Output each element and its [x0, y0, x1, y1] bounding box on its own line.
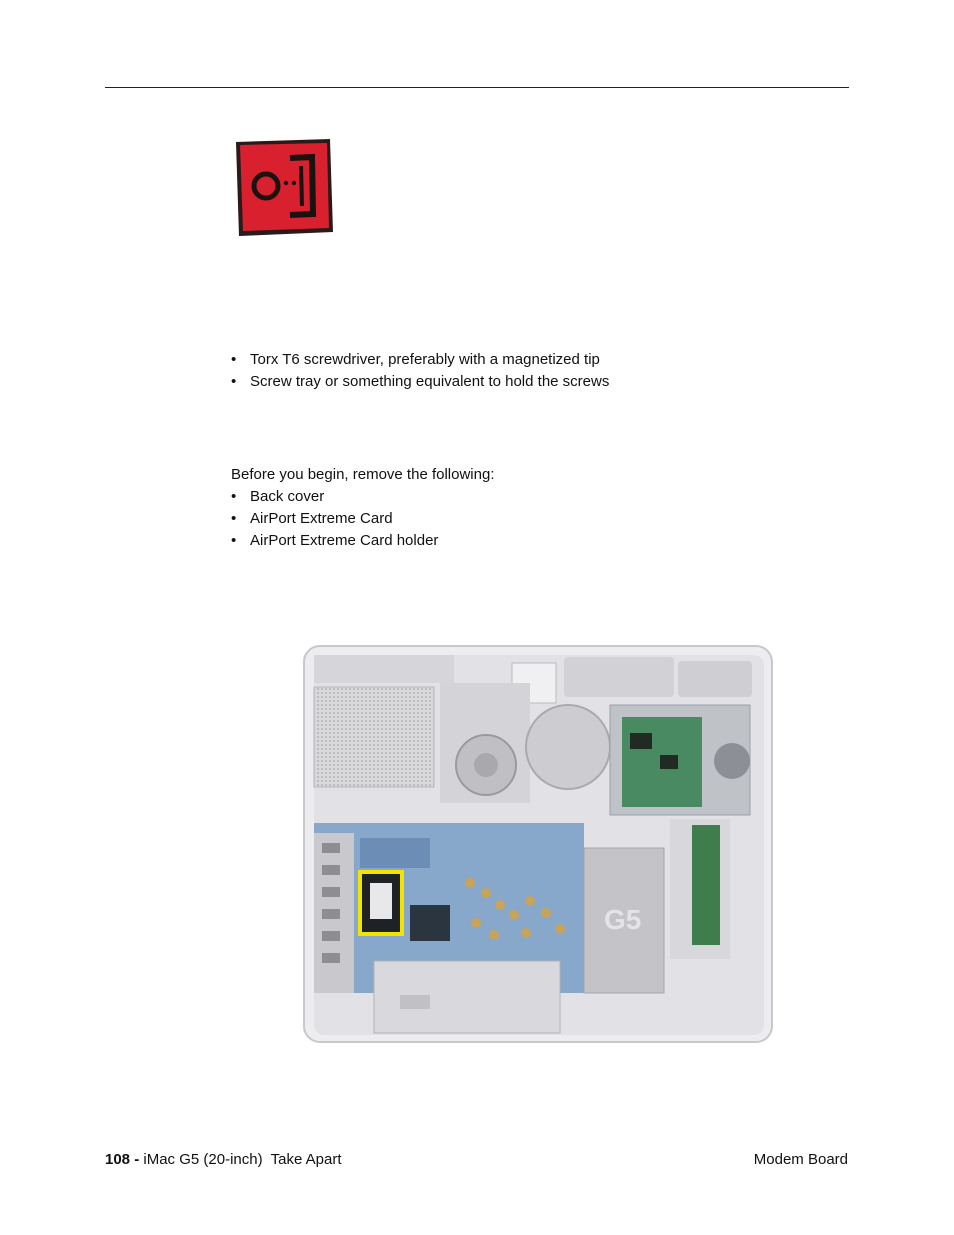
list-item: •Back cover	[231, 488, 325, 505]
g5-stamp: G5	[604, 904, 641, 935]
imac-interior-photo: G5	[303, 645, 773, 1043]
screwdriver-tool-icon	[236, 139, 333, 236]
list-item: •AirPort Extreme Card holder	[231, 532, 439, 549]
prerequisites-list: •Back cover •AirPort Extreme Card •AirPo…	[231, 486, 438, 552]
list-item: •Torx T6 screwdriver, preferably with a …	[231, 351, 600, 368]
tools-list: •Torx T6 screwdriver, preferably with a …	[231, 349, 609, 393]
section-title: Modem Board	[753, 1151, 848, 1168]
prerequisites-intro: Before you begin, remove the following:	[231, 466, 495, 483]
list-item: •Screw tray or something equivalent to h…	[231, 373, 610, 390]
manual-title: iMac G5 (20-inch) Take Apart	[143, 1151, 342, 1168]
page-number: 108 -	[105, 1151, 140, 1168]
list-item: •AirPort Extreme Card	[231, 510, 393, 527]
footer-left: 108 - iMac G5 (20-inch) Take Apart	[105, 1149, 342, 1171]
header-rule	[105, 87, 849, 88]
